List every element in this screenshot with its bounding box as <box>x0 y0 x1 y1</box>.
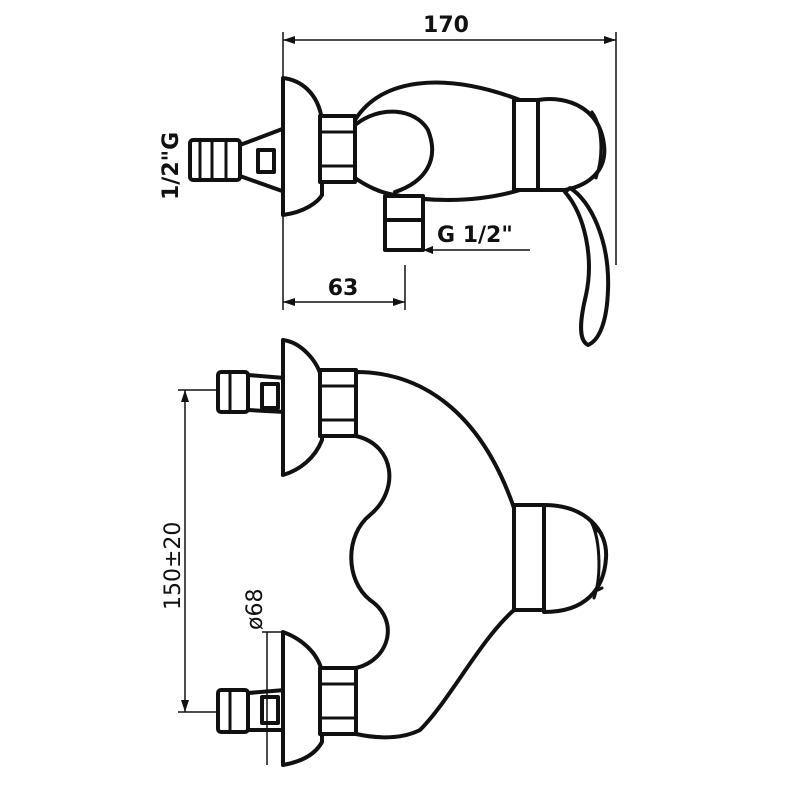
dimension-overall-width: 170 <box>282 13 617 265</box>
label-diameter: ø68 <box>243 589 268 630</box>
side-view: 170 1/2"G G 1/2" <box>159 13 617 347</box>
top-view: 150±20 ø68 <box>161 338 609 767</box>
mixer-body-side <box>353 80 522 202</box>
label-170: 170 <box>423 13 469 38</box>
outlet-spout-side <box>383 194 425 252</box>
dimension-escutcheon-diameter: ø68 <box>243 589 283 765</box>
mixer-body-top <box>349 370 516 740</box>
label-inlet-thread: 1/2"G <box>159 132 184 200</box>
hex-nut-lower <box>318 666 358 736</box>
label-150: 150±20 <box>161 522 186 610</box>
hex-nut-upper <box>318 368 358 438</box>
dimension-center-distance: 150±20 <box>161 389 222 713</box>
label-outlet-thread: G 1/2" <box>437 223 513 248</box>
escutcheon-lower <box>281 630 324 767</box>
lever-handle-top <box>512 503 609 614</box>
inlet-fitting-upper <box>216 370 287 414</box>
inlet-fitting-lower <box>216 688 287 734</box>
hex-nut-side <box>318 114 357 184</box>
escutcheon-side <box>281 76 324 217</box>
label-63: 63 <box>328 276 359 301</box>
dimension-inlet-offset: 63 <box>282 215 406 310</box>
inlet-fitting-side <box>188 126 287 194</box>
escutcheon-upper <box>281 338 324 477</box>
lever-handle-side <box>512 97 611 347</box>
